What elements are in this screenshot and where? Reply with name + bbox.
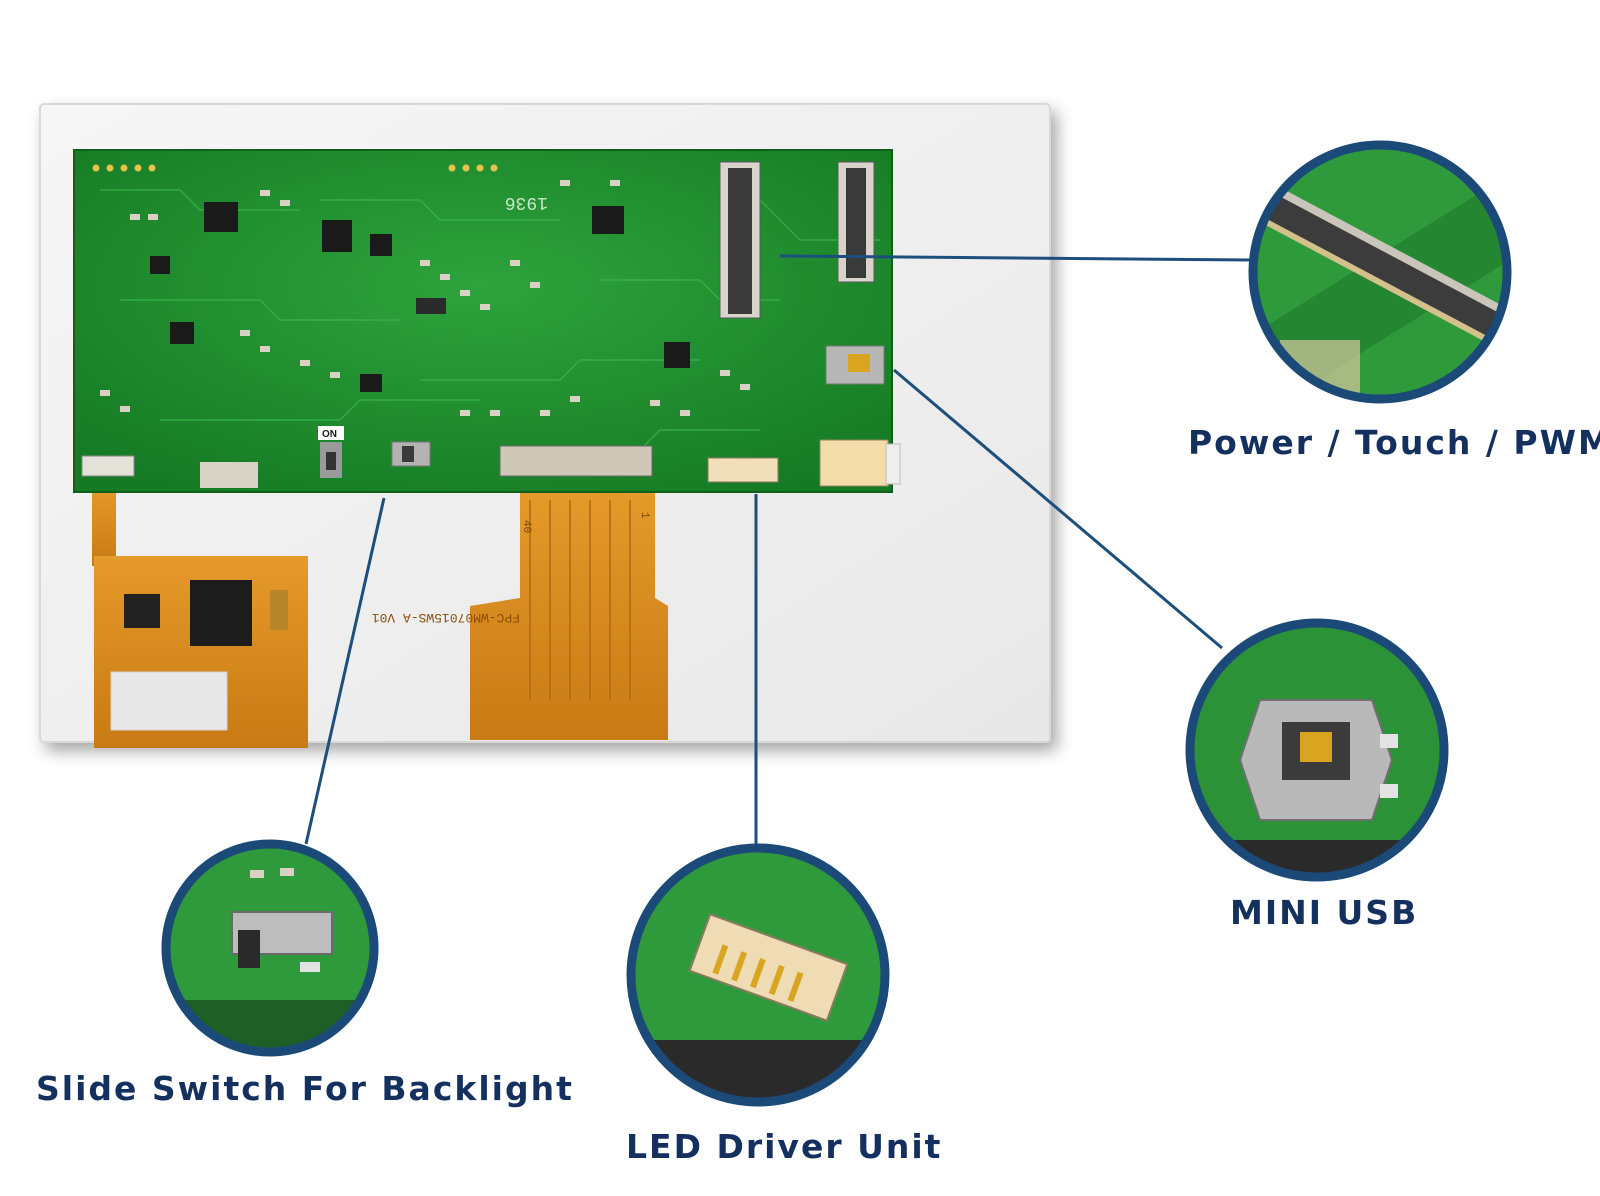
callout-label-mini-usb: MINI USB <box>1230 893 1419 932</box>
driver-pcb: 1936 ON <box>73 149 901 493</box>
slide-switch-icon <box>161 839 379 1057</box>
pin-1-marking: 1 <box>638 512 650 519</box>
touch-fpc <box>92 486 308 748</box>
pin-40-marking: 40 <box>520 520 532 533</box>
on-marking: ON <box>322 429 337 440</box>
fpc-connector-icon <box>1248 140 1512 404</box>
leader-line-switch <box>304 497 386 845</box>
mini-usb-port-icon <box>1185 618 1449 882</box>
callout-label-led-driver: LED Driver Unit <box>626 1127 943 1166</box>
led-driver-connector-icon <box>626 843 890 1107</box>
callout-label-slide-switch: Slide Switch For Backlight <box>36 1069 574 1108</box>
marking-1936: 1936 <box>505 192 548 212</box>
leader-line-usb <box>893 368 1223 650</box>
display-fpc: FPC-WM07015WS-A V01 40 1 <box>372 486 668 740</box>
fpc-marking: FPC-WM07015WS-A V01 <box>372 610 520 625</box>
leader-line-power <box>779 254 1253 262</box>
callout-label-power: Power / Touch / PWM <box>1188 423 1600 462</box>
